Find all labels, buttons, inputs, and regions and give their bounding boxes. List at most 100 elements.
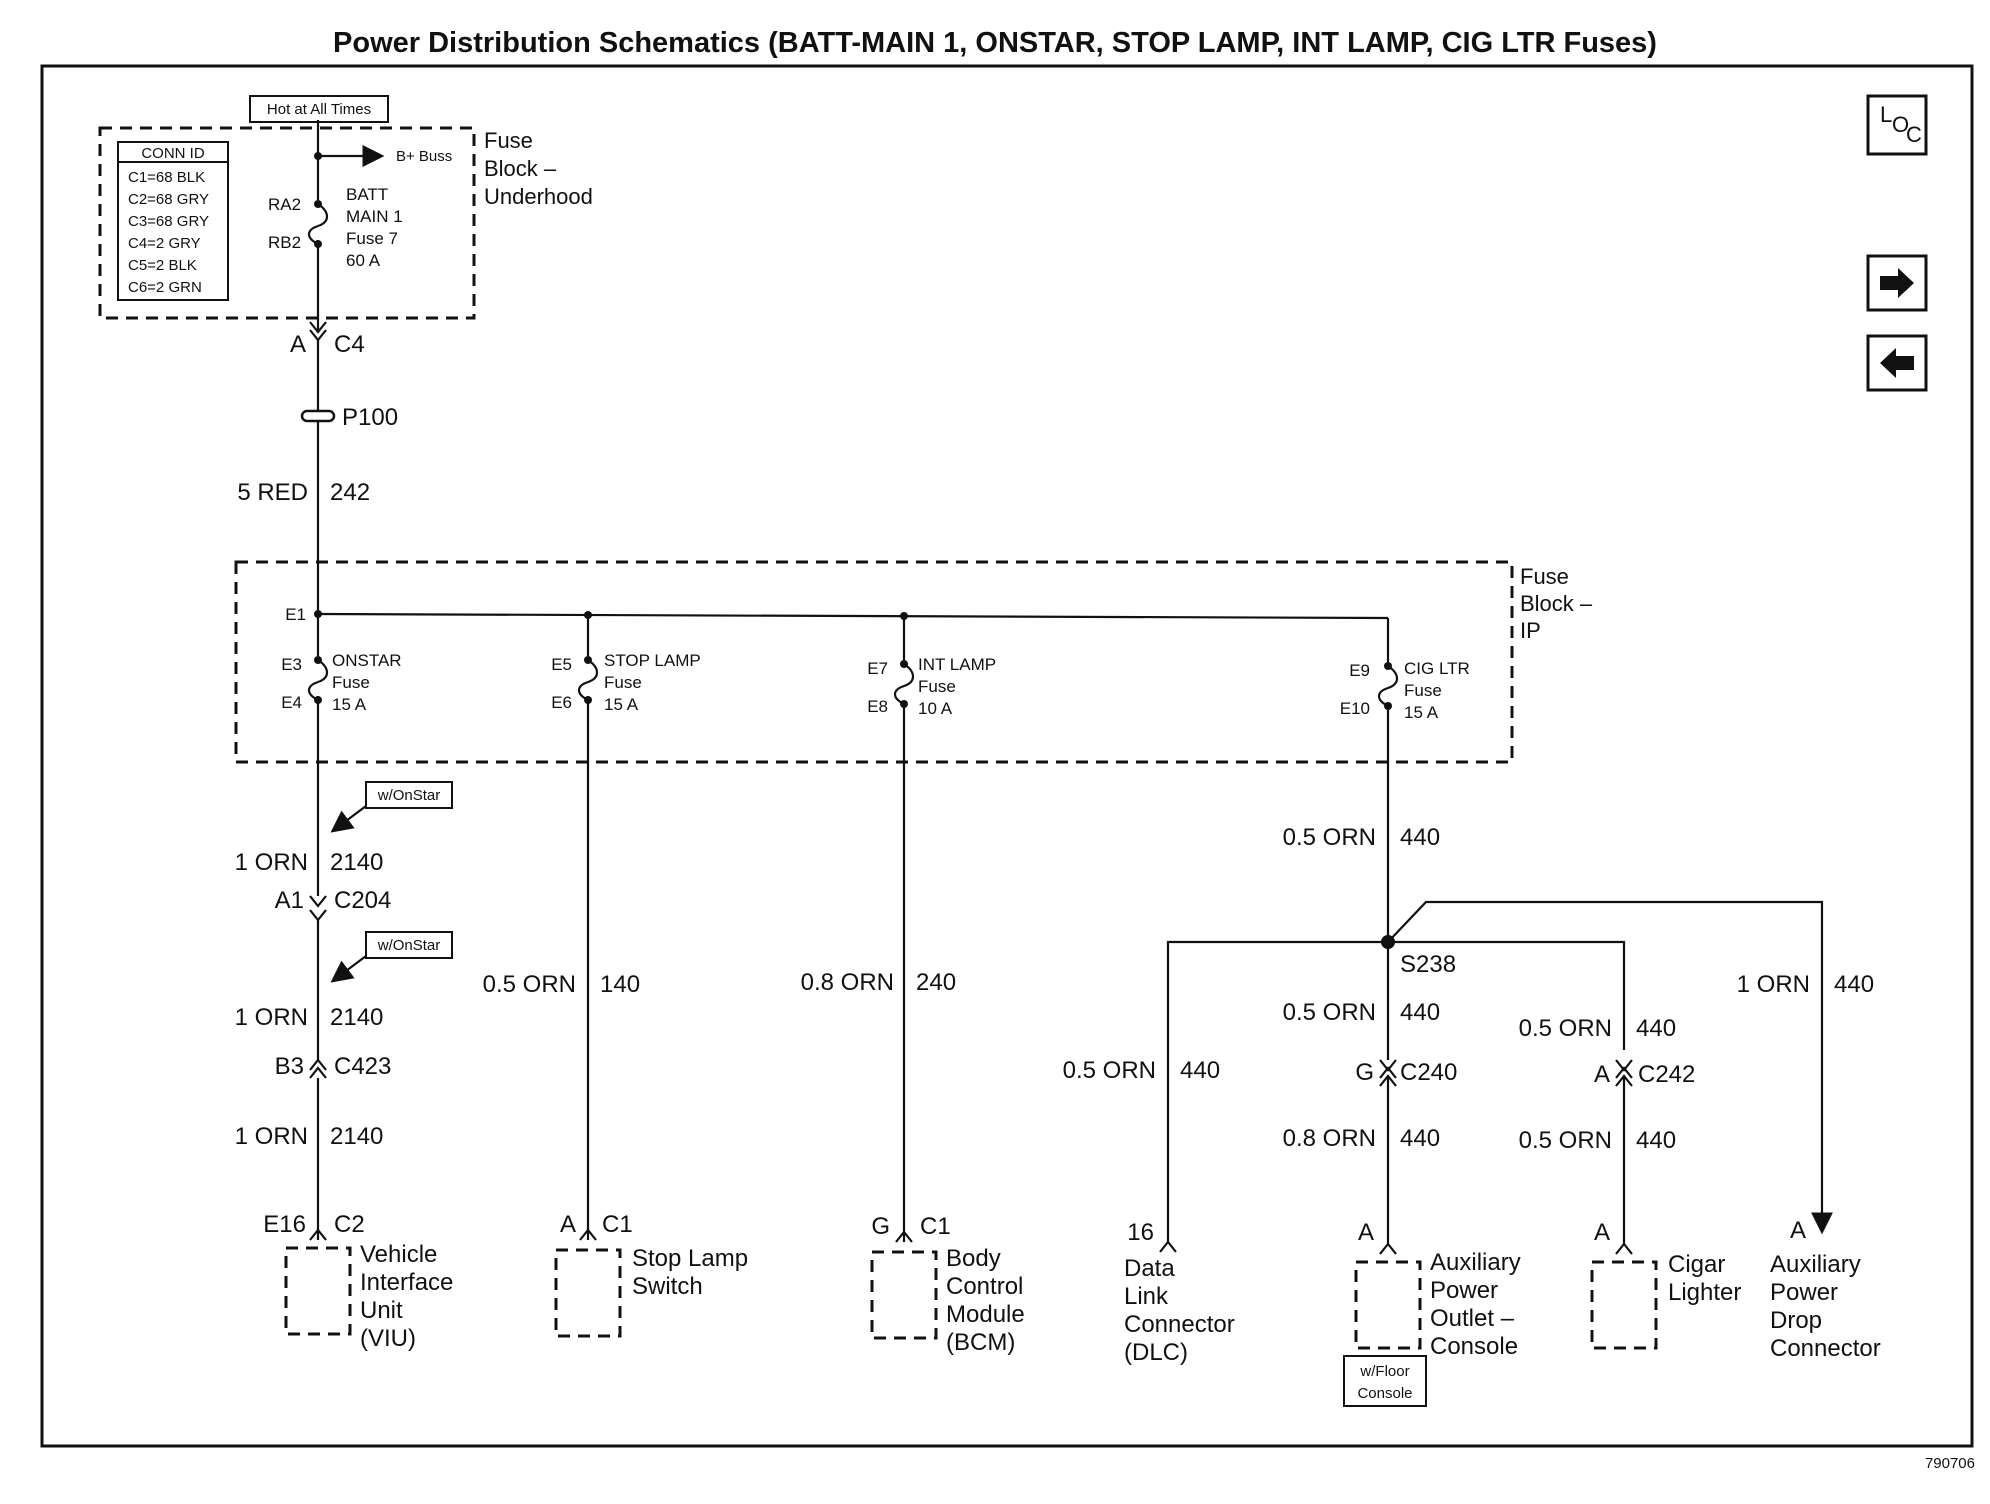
viu-component-label: (VIU) bbox=[360, 1325, 416, 1352]
floor-console-note-2: Console bbox=[1357, 1385, 1412, 1402]
cig-wire-color: 0.5 ORN bbox=[1283, 824, 1376, 851]
cig-ltr-branch: 0.5 ORN 440 S238 0.5 ORN 440 16 Data Lin… bbox=[1063, 706, 1881, 1407]
stop-lamp-branch: 0.5 ORN 140 A C1 Stop Lamp Switch bbox=[483, 700, 748, 1338]
previous-page-button[interactable] bbox=[1866, 334, 1928, 392]
apd-component-label: Auxiliary bbox=[1770, 1251, 1861, 1278]
stop-switch-connector-label: C1 bbox=[602, 1211, 633, 1238]
int-lamp-fuse-type: Fuse bbox=[918, 677, 956, 696]
underhood-block-label: Fuse bbox=[484, 128, 533, 153]
c240-pin-label: G bbox=[1355, 1059, 1374, 1086]
left-arrow-icon bbox=[1880, 348, 1914, 378]
diagram-frame bbox=[40, 64, 1974, 1448]
ip-block-label-3: IP bbox=[1520, 618, 1541, 643]
viu-component-label: Interface bbox=[360, 1269, 453, 1296]
stop-wire-circuit: 140 bbox=[600, 971, 640, 998]
underhood-block-label-3: Underhood bbox=[484, 184, 593, 209]
stop-switch-pin-label: A bbox=[560, 1211, 576, 1238]
bcm-pin-label: G bbox=[871, 1213, 890, 1240]
fuse-terminal-rb2: RB2 bbox=[268, 233, 301, 252]
dlc-wire-circuit: 440 bbox=[1180, 1057, 1220, 1084]
conn-id-table bbox=[117, 141, 229, 301]
bcm-component-label: Body bbox=[946, 1245, 1001, 1272]
cig-ltr-fuse-type: Fuse bbox=[1404, 681, 1442, 700]
c4-connector-label: C4 bbox=[334, 331, 365, 358]
apo-component-label: Power bbox=[1430, 1277, 1498, 1304]
cigar-wire2-color: 0.5 ORN bbox=[1519, 1127, 1612, 1154]
int-wire-color: 0.8 ORN bbox=[801, 969, 894, 996]
apo-component-label: Outlet – bbox=[1430, 1305, 1515, 1332]
c204-connector-label: C204 bbox=[334, 887, 391, 914]
cig-ltr-fuse-out: E10 bbox=[1340, 699, 1370, 718]
onstar-note-2: w/OnStar bbox=[377, 937, 441, 954]
main-feed: A C4 P100 5 RED 242 bbox=[237, 321, 398, 610]
bcm-component-label: Control bbox=[946, 1273, 1023, 1300]
svg-text:C: C bbox=[1906, 122, 1922, 147]
batt-main-fuse-label: Fuse 7 bbox=[346, 229, 398, 248]
viu-component-label: Unit bbox=[360, 1297, 403, 1324]
stop-wire-color: 0.5 ORN bbox=[483, 971, 576, 998]
apo-component-box bbox=[1354, 1260, 1422, 1350]
onstar-branch: w/OnStar 1 ORN 2140 A1 C204 w/OnStar 1 O… bbox=[235, 700, 453, 1352]
viu-component-box bbox=[284, 1246, 352, 1336]
cigar-component-label: Cigar bbox=[1668, 1251, 1725, 1278]
bus-terminal-e1: E1 bbox=[285, 605, 306, 624]
bcm-component-box bbox=[870, 1250, 938, 1340]
cigar-pin-label: A bbox=[1594, 1219, 1610, 1246]
apo-wire1-circuit: 440 bbox=[1400, 999, 1440, 1026]
c240-connector-label: C240 bbox=[1400, 1059, 1457, 1086]
dlc-wire-color: 0.5 ORN bbox=[1063, 1057, 1156, 1084]
s238-label: S238 bbox=[1400, 951, 1456, 978]
next-page-button[interactable] bbox=[1866, 254, 1928, 312]
c242-pin-label: A bbox=[1594, 1061, 1610, 1088]
stop-lamp-fuse-name: STOP LAMP bbox=[604, 651, 701, 670]
cig-ltr-fuse-in: E9 bbox=[1349, 661, 1370, 680]
apo-wire2-color: 0.8 ORN bbox=[1283, 1125, 1376, 1152]
int-lamp-fuse-out: E8 bbox=[867, 697, 888, 716]
apo-wire2-circuit: 440 bbox=[1400, 1125, 1440, 1152]
int-wire-circuit: 240 bbox=[916, 969, 956, 996]
underhood-block-label-2: Block – bbox=[484, 156, 557, 181]
svg-text:L: L bbox=[1880, 102, 1892, 127]
p100-label: P100 bbox=[342, 404, 398, 431]
stop-switch-component-label: Switch bbox=[632, 1273, 703, 1300]
right-arrow-icon bbox=[1880, 268, 1914, 298]
viu-component-label: Vehicle bbox=[360, 1241, 437, 1268]
stop-lamp-fuse-rating: 15 A bbox=[604, 695, 639, 714]
apo-pin-label: A bbox=[1358, 1219, 1374, 1246]
apo-component-label: Auxiliary bbox=[1430, 1249, 1521, 1276]
apo-wire1-color: 0.5 ORN bbox=[1283, 999, 1376, 1026]
dlc-component-label: Link bbox=[1124, 1283, 1169, 1310]
underhood-block-border bbox=[98, 126, 476, 320]
conn-id-row: C4=2 GRY bbox=[128, 235, 201, 252]
apd-pin-label: A bbox=[1790, 1217, 1806, 1244]
apd-component-label: Power bbox=[1770, 1279, 1838, 1306]
batt-main-fuse-label: BATT bbox=[346, 185, 388, 204]
svg-text:O: O bbox=[1892, 112, 1909, 137]
apd-wire-color: 1 ORN bbox=[1737, 971, 1810, 998]
onstar-fuse-rating: 15 A bbox=[332, 695, 367, 714]
int-lamp-branch: 0.8 ORN 240 G C1 Body Control Module (BC… bbox=[801, 704, 1025, 1356]
apd-component-label: Connector bbox=[1770, 1335, 1881, 1362]
conn-id-row: C6=2 GRN bbox=[128, 279, 202, 296]
c4-pin-label: A bbox=[290, 331, 306, 358]
cig-wire-circuit: 440 bbox=[1400, 824, 1440, 851]
main-wire-color: 5 RED bbox=[237, 479, 308, 506]
dlc-component-label: Connector bbox=[1124, 1311, 1235, 1338]
int-lamp-fuse-in: E7 bbox=[867, 659, 888, 678]
p100-passthrough-symbol bbox=[300, 409, 336, 423]
location-button[interactable]: L O C bbox=[1866, 94, 1928, 156]
cigar-wire2-circuit: 440 bbox=[1636, 1127, 1676, 1154]
onstar-fuse-type: Fuse bbox=[332, 673, 370, 692]
onstar-wire2-circuit: 2140 bbox=[330, 1004, 383, 1031]
viu-pin-label: E16 bbox=[263, 1211, 306, 1238]
cigar-wire1-circuit: 440 bbox=[1636, 1015, 1676, 1042]
cigar-component-label: Lighter bbox=[1668, 1279, 1741, 1306]
onstar-wire1-circuit: 2140 bbox=[330, 849, 383, 876]
onstar-wire3-circuit: 2140 bbox=[330, 1123, 383, 1150]
batt-main-fuse-symbol bbox=[307, 203, 329, 245]
apd-component-label: Drop bbox=[1770, 1307, 1822, 1334]
onstar-wire3-color: 1 ORN bbox=[235, 1123, 308, 1150]
batt-main-fuse-label: MAIN 1 bbox=[346, 207, 403, 226]
ip-block-label: Fuse bbox=[1520, 564, 1569, 589]
